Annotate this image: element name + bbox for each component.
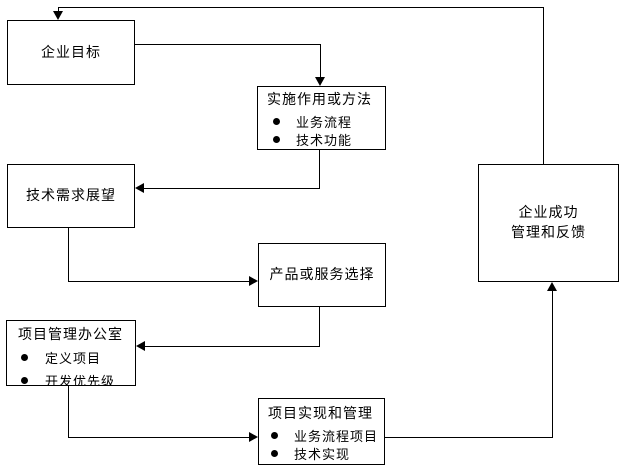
arrowhead-up-icon xyxy=(547,282,557,291)
box-title: 企业目标 xyxy=(41,44,101,61)
line-segment xyxy=(144,346,320,347)
bullet-icon xyxy=(273,117,280,125)
flowchart-box-enterprise-success: 企业成功 管理和反馈 xyxy=(478,164,619,282)
line-segment xyxy=(68,386,69,438)
box-title-line1: 企业成功 xyxy=(518,205,579,221)
bullet-item: 技术功能 xyxy=(258,130,385,149)
bullet-icon xyxy=(273,135,280,143)
bullet-icon xyxy=(271,431,278,439)
line-segment xyxy=(319,150,320,189)
flowchart-box-implementation-methods: 实施作用或方法 业务流程 技术功能 xyxy=(257,86,386,150)
bullet-label: 业务流程 xyxy=(296,115,353,131)
bullet-label: 开发优先级 xyxy=(45,374,116,386)
arrowhead-left-icon xyxy=(136,341,145,351)
line-segment xyxy=(135,44,321,45)
line-segment xyxy=(320,44,321,78)
bullet-label: 技术功能 xyxy=(296,133,353,149)
box-title: 项目实现和管理 xyxy=(268,406,373,422)
bullet-icon xyxy=(21,353,28,361)
box-title: 技术需求展望 xyxy=(26,188,116,204)
line-segment xyxy=(543,7,544,164)
bullet-item: 技术实现 xyxy=(259,444,384,463)
line-segment xyxy=(143,188,320,189)
bullet-label: 定义项目 xyxy=(45,351,102,367)
bullet-icon xyxy=(21,376,28,384)
flowchart-box-tech-requirements-outlook: 技术需求展望 xyxy=(7,164,135,228)
bullet-item: 业务流程项目 xyxy=(259,426,384,445)
line-segment xyxy=(58,7,59,13)
bullet-item: 开发优先级 xyxy=(7,371,135,386)
box-title: 项目管理办公室 xyxy=(18,327,123,343)
bullet-label: 技术实现 xyxy=(294,447,351,463)
box-title: 产品或服务选择 xyxy=(269,267,375,283)
bullet-label: 业务流程项目 xyxy=(294,429,379,445)
line-segment xyxy=(68,228,69,282)
arrowhead-right-icon xyxy=(249,432,258,442)
flowchart-box-enterprise-goals: 企业目标 xyxy=(7,20,135,85)
arrowhead-left-icon xyxy=(135,183,144,193)
flowchart-box-project-management-office: 项目管理办公室 定义项目 开发优先级 xyxy=(6,320,136,386)
line-segment xyxy=(385,437,553,438)
arrowhead-down-icon xyxy=(315,77,325,86)
box-title: 实施作用或方法 xyxy=(267,92,372,108)
arrowhead-down-icon xyxy=(53,11,63,20)
arrowhead-right-icon xyxy=(249,276,258,286)
box-title-line2: 管理和反馈 xyxy=(511,225,586,241)
line-segment xyxy=(58,7,544,8)
line-segment xyxy=(68,281,250,282)
flowchart-box-project-implementation: 项目实现和管理 业务流程项目 技术实现 xyxy=(258,398,385,465)
bullet-item: 业务流程 xyxy=(258,112,385,131)
flowchart-box-product-service-selection: 产品或服务选择 xyxy=(258,243,386,307)
line-segment xyxy=(552,290,553,438)
bullet-icon xyxy=(271,449,278,457)
line-segment xyxy=(319,307,320,347)
line-segment xyxy=(68,437,250,438)
bullet-item: 定义项目 xyxy=(7,348,135,367)
